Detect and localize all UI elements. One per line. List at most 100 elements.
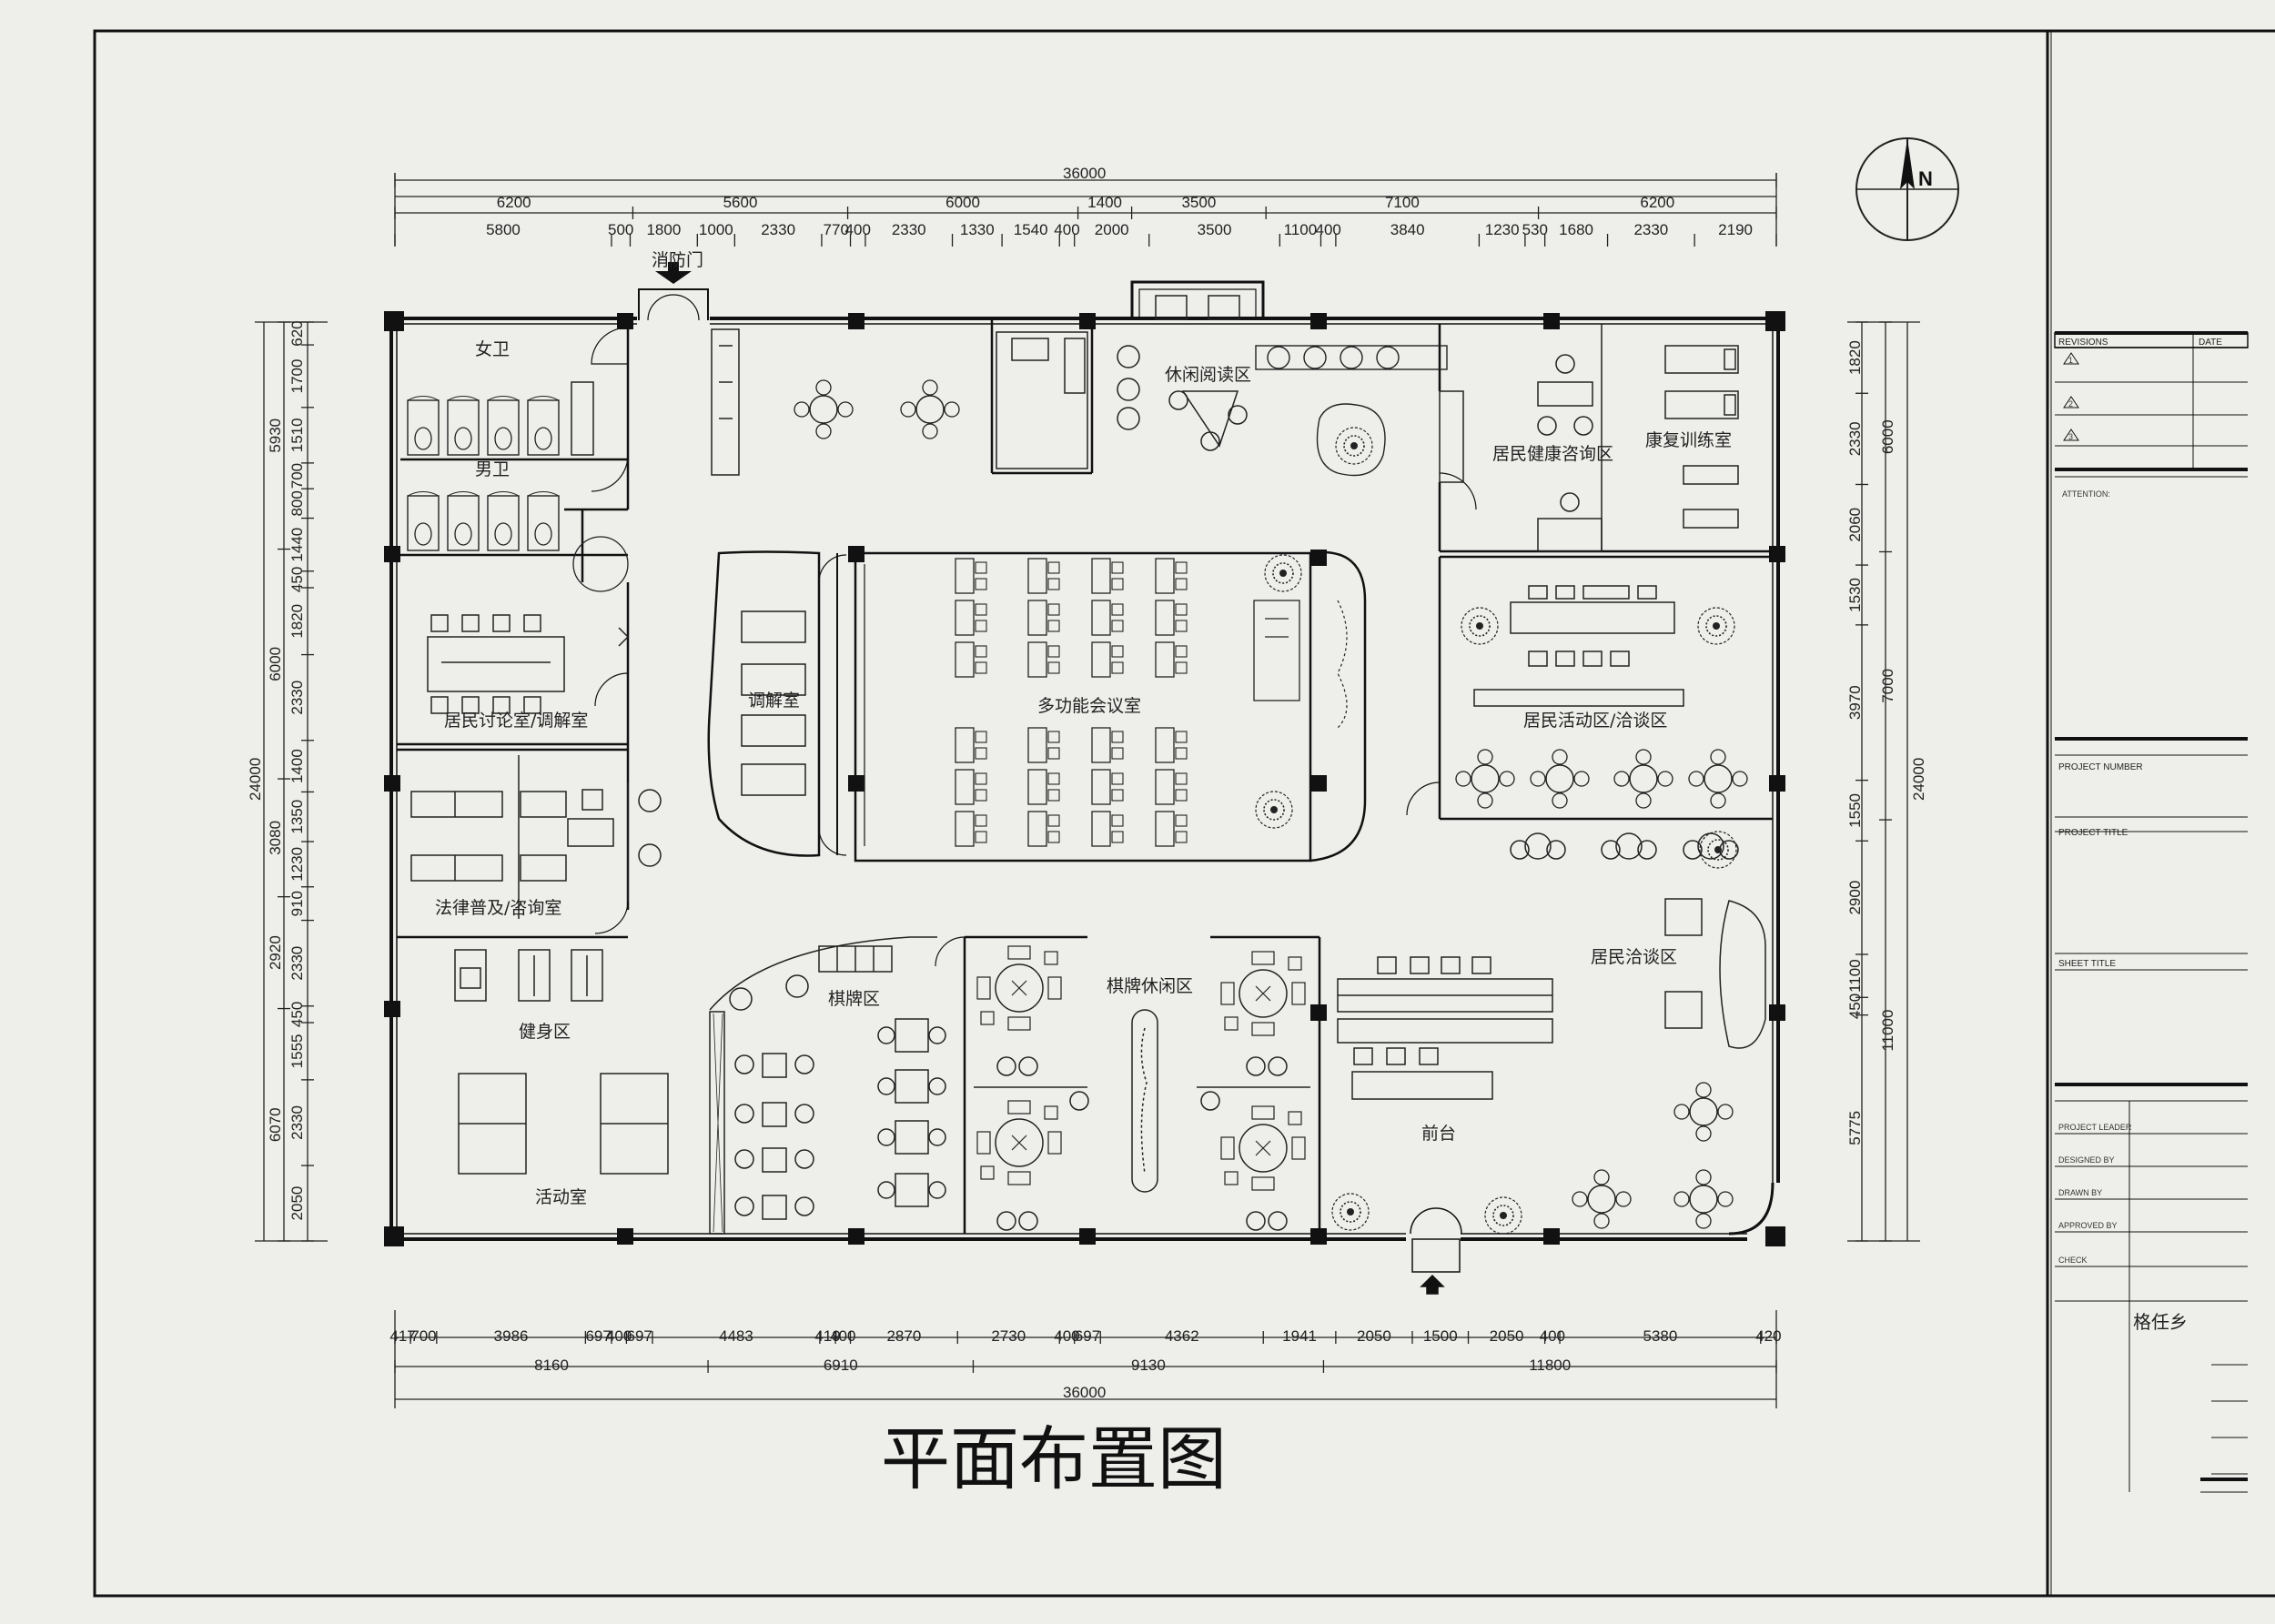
dim-value: 1100	[1284, 221, 1318, 238]
dim-value: 5800	[486, 221, 521, 238]
dim-value: 400	[606, 1327, 632, 1345]
dim-value: 419	[814, 1327, 840, 1345]
dim-total-width-top: 36000	[1063, 165, 1106, 182]
room-activity: 活动室	[535, 1187, 587, 1207]
dim-value: 3080	[267, 821, 284, 855]
date-header: DATE	[2199, 338, 2222, 348]
room-mediation: 调解室	[748, 691, 800, 711]
role-check: CHECK	[2058, 1256, 2088, 1265]
drawing-title: 平面布置图	[881, 1418, 1227, 1499]
room-rehab: 康复训练室	[1645, 430, 1732, 450]
dim-value: 910	[288, 891, 306, 916]
sheet-title-label: SHEET TITLE	[2058, 959, 2116, 969]
dim-value: 700	[410, 1327, 436, 1345]
dim-value: 2330	[892, 221, 926, 238]
dim-value: 1820	[288, 604, 306, 639]
dim-value: 2050	[1490, 1327, 1524, 1345]
dim-value: 1230	[288, 847, 306, 882]
room-chess: 棋牌区	[828, 989, 880, 1009]
dim-value: 11800	[1529, 1357, 1571, 1374]
dim-value: 6200	[497, 194, 531, 211]
dim-value: 2050	[1357, 1327, 1391, 1345]
dim-value: 417	[389, 1327, 415, 1345]
dim-total-depth-right: 24000	[1910, 758, 1927, 801]
dim-value: 450	[288, 567, 306, 592]
dim-value: 3500	[1198, 221, 1232, 238]
reading-chairs	[1255, 345, 1448, 477]
room-activity-area: 居民活动区/洽谈区	[1523, 711, 1667, 731]
hall-seating	[854, 550, 1367, 862]
rev-mark-1: 1	[2068, 356, 2073, 365]
dim-value: 1680	[1559, 221, 1593, 238]
dim-value: 400	[830, 1327, 855, 1345]
fire-door-label: 消防门	[652, 250, 703, 270]
dim-value: 3986	[494, 1327, 529, 1345]
dim-value: 620	[288, 320, 306, 346]
dim-value: 400	[1540, 1327, 1565, 1345]
dim-value: 3840	[1390, 221, 1425, 238]
dim-value: 6000	[267, 647, 284, 681]
left-dims-row1: 6201700151070080014404501820233014001350…	[288, 320, 306, 1220]
dim-value: 697	[626, 1327, 652, 1345]
revisions-header: REVISIONS	[2058, 338, 2108, 348]
dim-value: 1820	[1846, 340, 1864, 375]
dim-value: 1510	[288, 418, 306, 452]
dim-value: 697	[585, 1327, 611, 1345]
dim-value: 770	[824, 221, 849, 238]
dim-value: 1555	[288, 1034, 306, 1069]
dim-value: 700	[288, 463, 306, 489]
dim-value: 400	[1054, 1327, 1079, 1345]
role-approved-by: APPROVED BY	[2058, 1221, 2118, 1230]
dim-value: 5775	[1846, 1111, 1864, 1145]
dim-value: 530	[1522, 221, 1548, 238]
room-female-wc: 女卫	[475, 339, 510, 359]
dim-value: 1700	[288, 359, 306, 394]
room-male-wc: 男卫	[475, 459, 510, 479]
dim-value: 1500	[1423, 1327, 1458, 1345]
dim-value: 1330	[960, 221, 995, 238]
title-block	[2054, 331, 2249, 1493]
dim-value: 7100	[1385, 194, 1420, 211]
dim-value: 1530	[1846, 578, 1864, 612]
dim-value: 4483	[719, 1327, 753, 1345]
dim-value: 2330	[288, 1105, 306, 1140]
dim-value: 800	[288, 490, 306, 516]
dim-value: 6910	[824, 1357, 858, 1374]
dim-value: 5930	[267, 419, 284, 453]
room-resident-talk: 居民洽谈区	[1591, 947, 1677, 967]
dim-value: 500	[608, 221, 633, 238]
dim-value: 450	[1846, 994, 1864, 1019]
lounge-furniture	[711, 295, 1248, 476]
dim-value: 2330	[1633, 221, 1668, 238]
attention-label: ATTENTION:	[2062, 489, 2110, 499]
dim-value: 2060	[1846, 508, 1864, 542]
dim-value: 6070	[267, 1107, 284, 1142]
room-health: 居民健康咨询区	[1492, 444, 1613, 464]
dim-value: 2000	[1095, 221, 1129, 238]
rev-mark-3: 3	[2068, 432, 2073, 441]
dim-value: 2870	[886, 1327, 921, 1345]
dim-value: 1100	[1846, 959, 1864, 993]
dim-value: 6000	[945, 194, 980, 211]
mediation-room	[707, 550, 847, 857]
dim-value: 1800	[646, 221, 681, 238]
dim-value: 1440	[288, 528, 306, 562]
role-project-leader: PROJECT LEADER	[2058, 1123, 2132, 1132]
dim-value: 400	[845, 221, 871, 238]
dim-value: 6200	[1640, 194, 1674, 211]
room-reception: 前台	[1421, 1124, 1456, 1144]
talk-furniture	[1510, 832, 1766, 1229]
dim-value: 2730	[991, 1327, 1026, 1345]
dim-value: 5380	[1643, 1327, 1677, 1345]
dim-value: 2920	[267, 935, 284, 970]
dim-value: 2330	[288, 946, 306, 981]
activity-furniture	[1455, 585, 1748, 809]
dim-value: 4362	[1165, 1327, 1199, 1345]
dim-value: 6000	[1879, 419, 1896, 454]
dim-value: 2330	[761, 221, 795, 238]
